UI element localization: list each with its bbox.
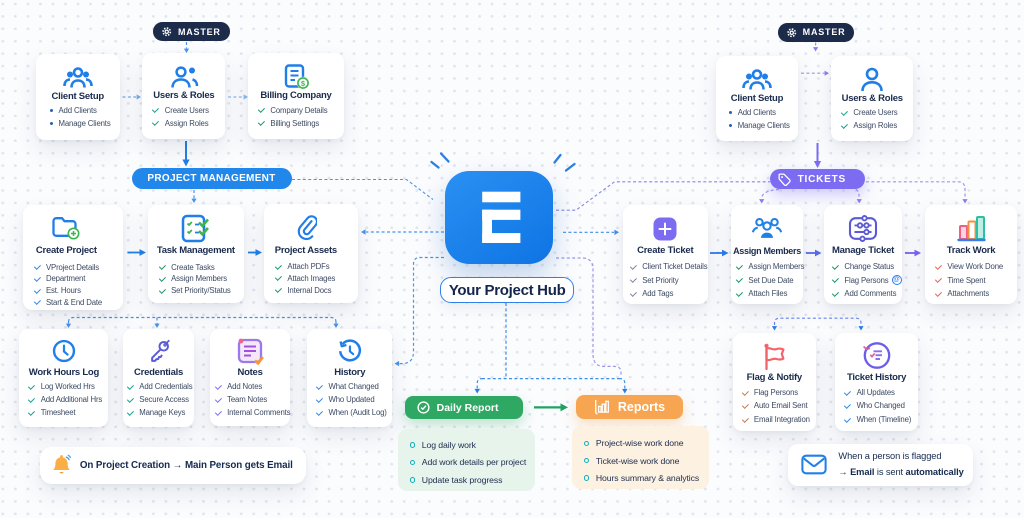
svg-text:$: $ [301,79,305,88]
